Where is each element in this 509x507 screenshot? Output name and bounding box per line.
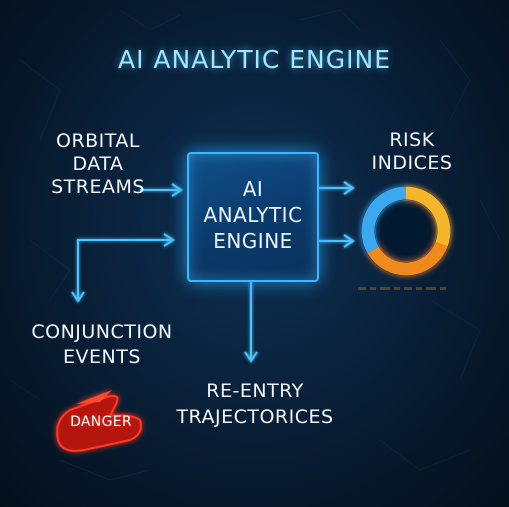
risk-line1: RISK <box>389 129 435 151</box>
danger-badge-shape <box>56 390 142 452</box>
engine-box <box>187 152 319 282</box>
conjunction-events-label: CONJUNCTION EVENTS <box>8 320 196 370</box>
engine-label-line3: ENGINE <box>213 229 293 253</box>
orbital-line2: DATA <box>72 153 124 175</box>
reentry-trajectories-label: RE-ENTRY TRAJECTORICES <box>150 378 360 430</box>
arrow-engine-to-risk-upper <box>318 181 355 195</box>
engine-label-line2: ANALYTIC <box>203 203 303 227</box>
diagram-title: AI ANALYTIC ENGINE <box>118 45 391 74</box>
risk-gauge-ring <box>361 186 451 276</box>
engine-label-line1: AI <box>242 177 264 201</box>
gauge-caption-dots <box>358 287 446 290</box>
gauge-inner-shadow <box>376 201 436 261</box>
arrow-loop-to-engine <box>77 233 175 292</box>
orbital-line3: STREAMS <box>51 176 145 198</box>
conjunction-line2: EVENTS <box>63 346 141 368</box>
orbital-data-streams-label: ORBITAL DATA STREAMS <box>36 130 160 199</box>
arrow-orbital-to-engine <box>140 183 183 197</box>
danger-badge-label: DANGER <box>70 414 132 430</box>
orbital-line1: ORBITAL <box>55 130 140 152</box>
engine-label: AI ANALYTIC ENGINE <box>187 176 319 254</box>
gauge-segment-yellow <box>405 186 451 247</box>
arrow-engine-to-risk-lower <box>318 234 355 248</box>
gauge-segment-orange <box>367 241 448 276</box>
gauge-segment-blue <box>361 186 407 254</box>
risk-line2: INDICES <box>371 152 453 174</box>
reentry-line1: RE-ENTRY <box>206 380 304 402</box>
reentry-line2: TRAJECTORICES <box>176 406 334 428</box>
arrow-engine-to-reentry <box>244 280 258 363</box>
arrow-to-conjunction <box>71 290 85 303</box>
risk-indices-label: RISK INDICES <box>352 129 472 175</box>
conjunction-line1: CONJUNCTION <box>31 321 173 343</box>
